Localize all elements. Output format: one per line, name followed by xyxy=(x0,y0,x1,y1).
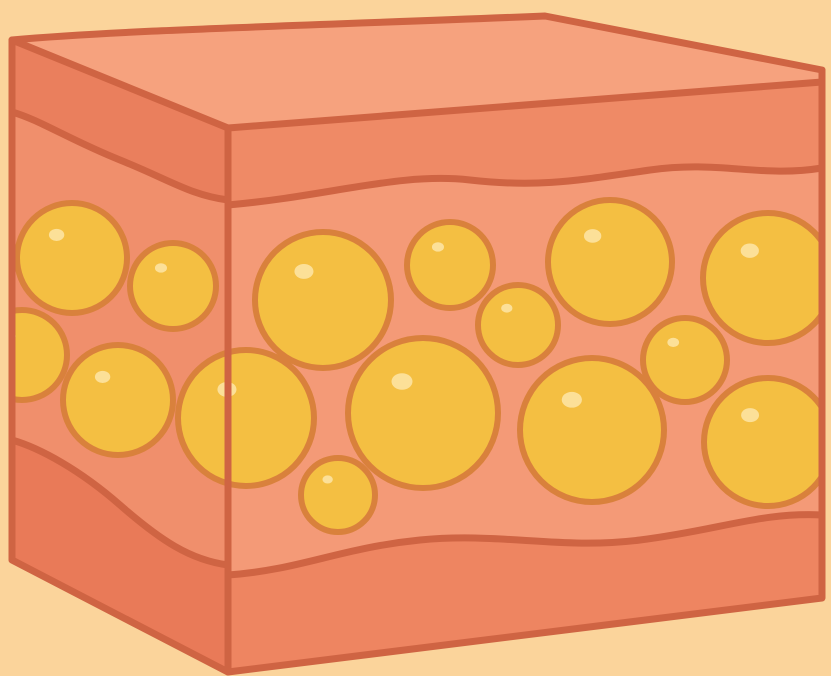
fat-cell xyxy=(478,285,558,365)
fat-cell xyxy=(301,458,375,532)
fat-cell xyxy=(130,243,216,329)
fat-cell-body xyxy=(255,232,391,368)
fat-cell-body xyxy=(548,200,672,324)
fat-cell xyxy=(63,345,173,455)
fat-cell-body xyxy=(130,243,216,329)
fat-cell-body xyxy=(301,458,375,532)
fat-cell-body xyxy=(643,318,727,402)
fat-cell-highlight xyxy=(322,475,332,483)
fat-cell-highlight xyxy=(584,229,601,243)
fat-cell xyxy=(348,338,498,488)
fat-cell xyxy=(178,350,314,486)
fat-cell-body xyxy=(17,203,127,313)
fat-cell-body xyxy=(478,285,558,365)
fat-cell-highlight xyxy=(294,264,313,279)
fat-cell xyxy=(520,358,664,502)
fat-cell-highlight xyxy=(667,338,679,347)
fat-cell-body xyxy=(63,345,173,455)
fat-cell-highlight xyxy=(432,242,444,251)
fat-cell-highlight xyxy=(741,408,759,422)
fat-cell-highlight xyxy=(155,263,167,272)
fat-cell-highlight xyxy=(95,371,110,383)
fat-cell-highlight xyxy=(49,229,64,241)
fat-cell-body xyxy=(348,338,498,488)
fat-cell-body xyxy=(704,378,831,506)
fat-cell-body xyxy=(703,213,831,343)
fat-cell-body xyxy=(178,350,314,486)
fat-cell xyxy=(704,378,831,506)
fat-cell xyxy=(643,318,727,402)
fat-cell-highlight xyxy=(741,244,759,258)
fat-cell-highlight xyxy=(501,304,512,313)
fat-cell xyxy=(255,232,391,368)
fat-cell xyxy=(17,203,127,313)
fat-cell-body xyxy=(407,222,493,308)
fat-cell-highlight xyxy=(562,392,582,408)
fat-cell xyxy=(548,200,672,324)
fat-cell xyxy=(407,222,493,308)
fat-cell xyxy=(703,213,831,343)
fat-cell-body xyxy=(520,358,664,502)
fat-cell-highlight xyxy=(392,373,413,390)
